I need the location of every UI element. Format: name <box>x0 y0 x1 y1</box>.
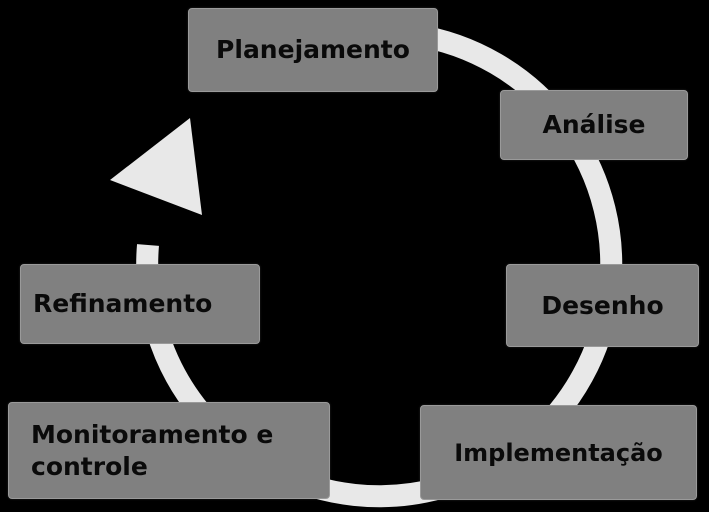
stage-desenho-label: Desenho <box>541 290 664 320</box>
stage-implementacao-label: Implementação <box>454 438 663 467</box>
stage-monitoramento-label: Monitoramento e controle <box>31 420 274 481</box>
stage-analise: Análise <box>500 90 688 160</box>
stage-planejamento-label: Planejamento <box>216 35 410 65</box>
stage-implementacao: Implementação <box>420 405 697 500</box>
stage-desenho: Desenho <box>506 264 699 347</box>
stage-monitoramento: Monitoramento e controle <box>8 402 330 499</box>
stage-refinamento-label: Refinamento <box>33 289 213 319</box>
stage-analise-label: Análise <box>542 110 646 140</box>
stage-refinamento: Refinamento <box>20 264 260 344</box>
stage-planejamento: Planejamento <box>188 8 438 92</box>
curved-arrow-icon <box>110 118 202 215</box>
